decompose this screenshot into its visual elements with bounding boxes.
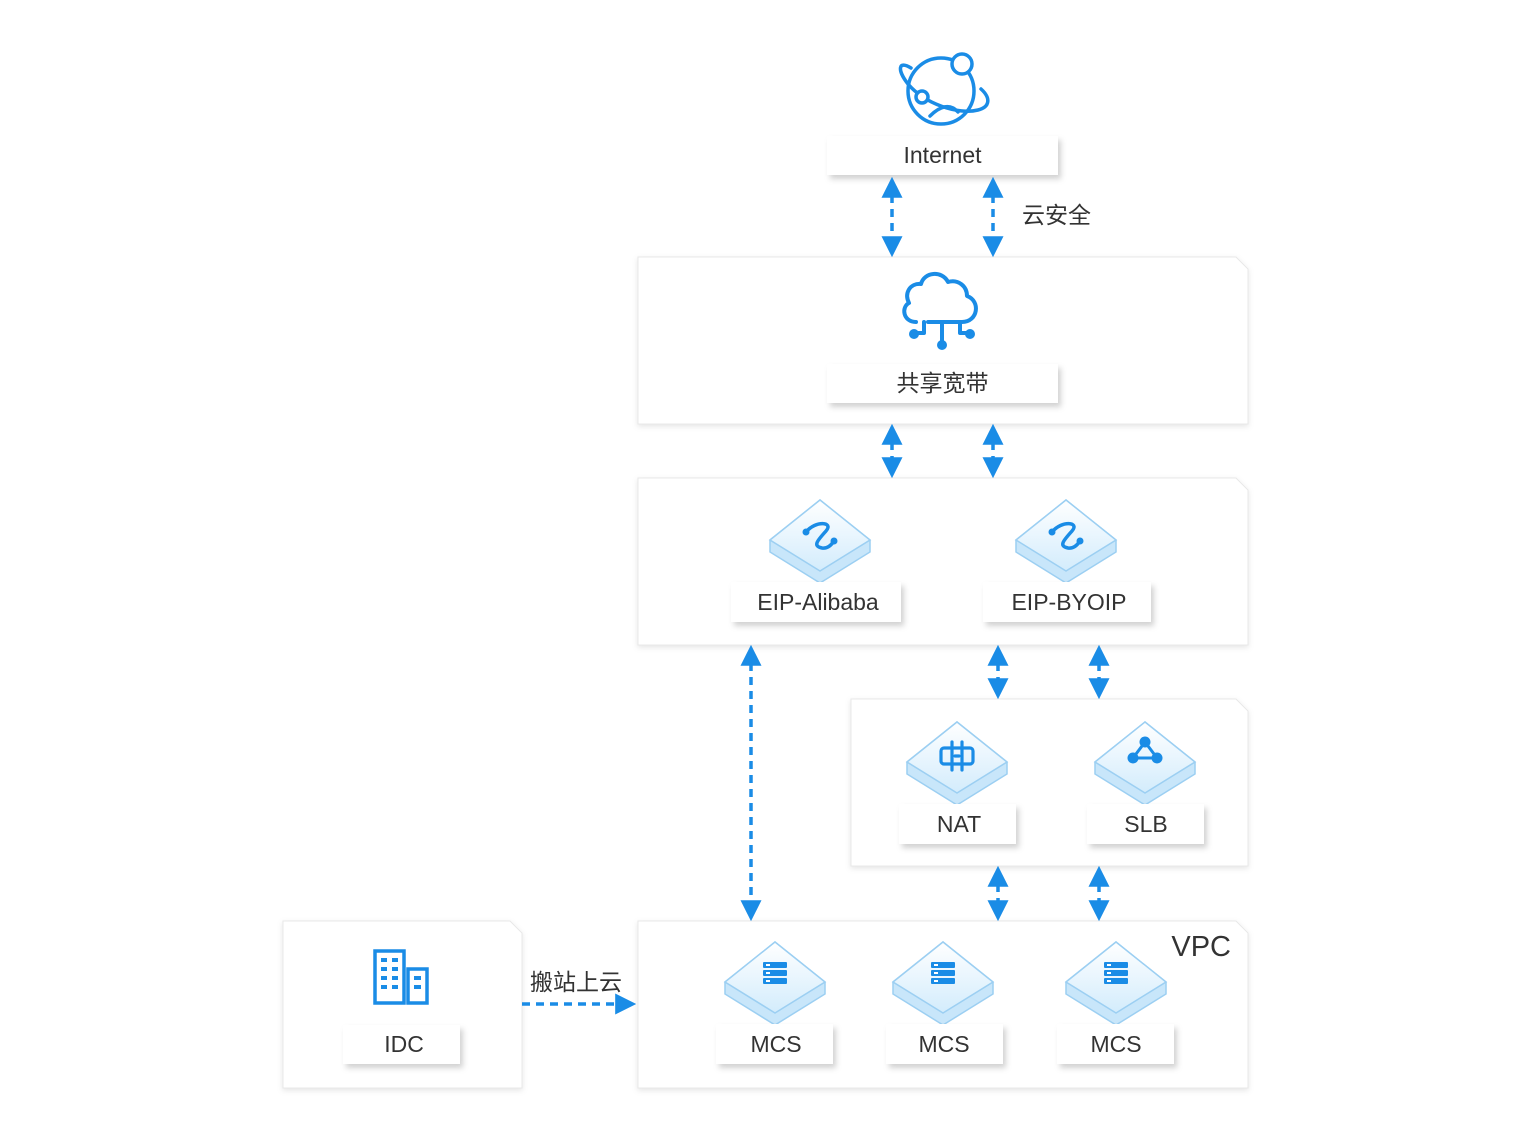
nat-label-box xyxy=(899,804,1016,844)
eip-byoip-cube-icon xyxy=(1014,499,1118,584)
cloud-security-label: 云安全 xyxy=(1022,202,1091,228)
idc-label-box xyxy=(343,1025,460,1064)
mcs-1-label: MCS xyxy=(750,1031,801,1057)
eip-byoip-label-box xyxy=(983,582,1151,622)
mcs-1-label-box xyxy=(716,1024,833,1064)
eip-byoip-label: EIP-BYOIP xyxy=(1011,589,1126,615)
eip-alibaba-cube-icon xyxy=(768,499,872,584)
slb-cube-icon xyxy=(1093,721,1197,806)
cloud-network-nodes-icon xyxy=(909,329,975,350)
mcs-1-cube-icon xyxy=(723,941,827,1026)
eip-alibaba-label-box xyxy=(731,582,901,622)
globe-icon xyxy=(898,52,990,126)
slb-label-box xyxy=(1087,804,1204,844)
shared-bandwidth-label: 共享宽带 xyxy=(897,370,989,396)
internet-label: Internet xyxy=(904,142,983,168)
shared-bandwidth-label-box xyxy=(827,364,1058,403)
mcs-2-label: MCS xyxy=(918,1031,969,1057)
mcs-2-cube-icon xyxy=(891,941,995,1026)
vpc-label: VPC xyxy=(1171,931,1231,963)
eip-panel xyxy=(637,477,1249,646)
migration-label: 搬站上云 xyxy=(530,969,622,995)
mcs-3-cube-icon xyxy=(1064,941,1168,1026)
idc-label: IDC xyxy=(384,1031,424,1057)
slb-label: SLB xyxy=(1124,811,1167,837)
nat-cube-icon xyxy=(905,721,1009,806)
mcs-3-label-box xyxy=(1057,1024,1174,1064)
building-icon xyxy=(373,949,429,1005)
mcs-3-label: MCS xyxy=(1090,1031,1141,1057)
eip-alibaba-label: EIP-Alibaba xyxy=(757,589,879,615)
internet-label-box xyxy=(827,136,1058,175)
nat-label: NAT xyxy=(937,811,981,837)
mcs-2-label-box xyxy=(886,1024,1003,1064)
